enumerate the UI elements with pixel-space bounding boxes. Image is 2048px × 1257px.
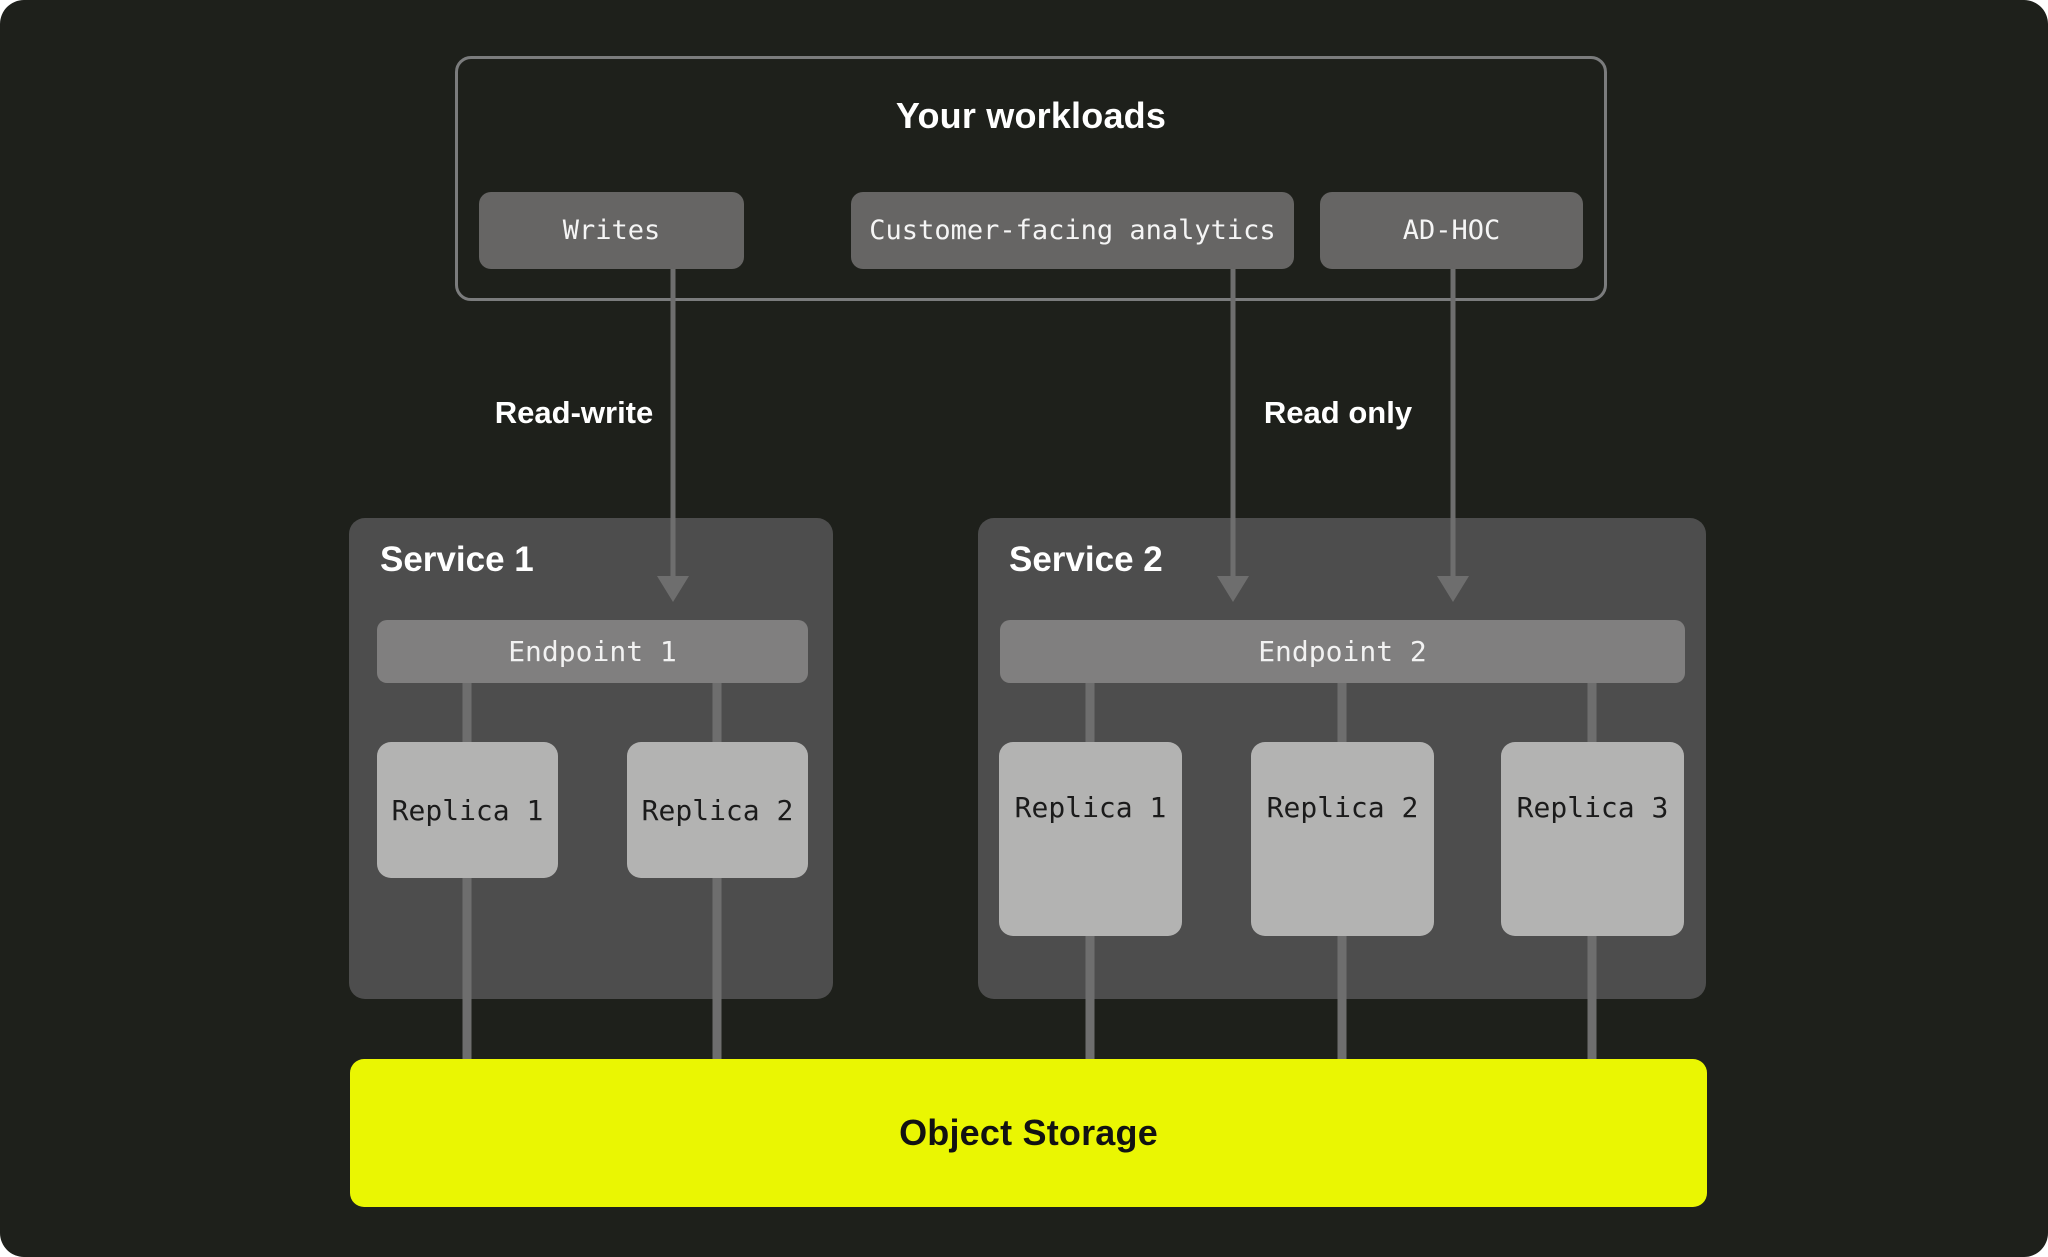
service-1-replica-1-label: Replica 1 — [391, 793, 544, 827]
object-storage-label: Object Storage — [899, 1112, 1158, 1153]
workload-chip-ad-hoc: AD-HOC — [1320, 192, 1583, 269]
service-2-replica-3: Replica 3 — [1501, 742, 1684, 936]
edge-label-read-only: Read only — [1263, 395, 1413, 430]
endpoint-1-bar: Endpoint 1 — [377, 620, 808, 683]
service-1-title: Service 1 — [380, 540, 534, 579]
service-2-title: Service 2 — [1009, 540, 1163, 579]
workload-chip-writes-label: Writes — [562, 215, 661, 246]
workload-chip-writes: Writes — [479, 192, 744, 269]
service-2-box: Service 2 Endpoint 2 Replica 1 Replica 2… — [978, 518, 1706, 999]
endpoint-2-bar: Endpoint 2 — [1000, 620, 1685, 683]
edge-label-read-write: Read-write — [494, 395, 654, 430]
workloads-group-box: Your workloads Writes Customer-facing an… — [455, 56, 1607, 301]
service-2-replica-1: Replica 1 — [999, 742, 1182, 936]
object-storage-bar: Object Storage — [350, 1059, 1707, 1207]
service-2-replica-2-label: Replica 2 — [1266, 791, 1419, 824]
service-1-replica-1: Replica 1 — [377, 742, 558, 878]
workload-chip-adhoc-label: AD-HOC — [1402, 215, 1501, 246]
service-2-replica-1-label: Replica 1 — [1014, 791, 1167, 824]
workload-chip-customer-facing-analytics: Customer-facing analytics — [851, 192, 1294, 269]
service-2-replica-3-label: Replica 3 — [1516, 791, 1669, 824]
workloads-title: Your workloads — [895, 95, 1167, 136]
service-1-replica-2: Replica 2 — [627, 742, 808, 878]
endpoint-1-label: Endpoint 1 — [508, 635, 677, 668]
workload-chip-analytics-label: Customer-facing analytics — [869, 215, 1276, 246]
endpoint-2-label: Endpoint 2 — [1258, 635, 1427, 668]
service-1-replica-2-label: Replica 2 — [641, 793, 794, 827]
service-1-box: Service 1 Endpoint 1 Replica 1 Replica 2 — [349, 518, 833, 999]
service-2-replica-2: Replica 2 — [1251, 742, 1434, 936]
